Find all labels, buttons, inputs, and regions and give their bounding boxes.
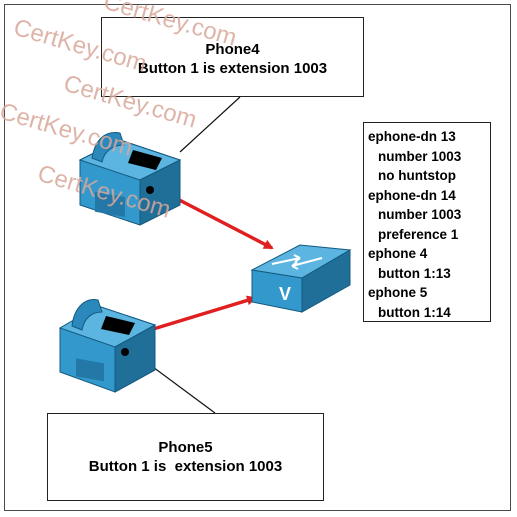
config-line: button 1:14	[378, 304, 451, 320]
config-line: ephone-dn 14	[368, 187, 456, 203]
config-line: ephone 4	[368, 246, 428, 261]
config-line: preference 1	[378, 226, 459, 242]
phone4-callout: Phone4 Button 1 is extension 1003	[101, 17, 364, 97]
phone5-icon	[58, 299, 157, 393]
config-line: button 1:13	[378, 265, 451, 281]
config-line: no huntstop	[378, 168, 456, 183]
phone4-callout-line: Button 1 is extension 1003	[137, 60, 328, 77]
config-line: ephone-dn 13	[368, 129, 456, 144]
voice-switch-icon: V	[250, 244, 352, 313]
phone4-callout-title: Phone4	[205, 41, 260, 58]
phone5-callout-title: Phone5	[158, 439, 213, 456]
phone5-link-arrow	[149, 295, 257, 332]
phone4-icon	[78, 131, 182, 226]
config-line: number 1003	[378, 148, 462, 164]
config-box: ephone-dn 13 number 1003 no huntstop ephone…	[363, 122, 491, 322]
phone5-callout-line: Button 1 is extension 1003	[88, 458, 283, 475]
diagram-frame	[4, 4, 511, 511]
phone5-callout: Phone5 Button 1 is extension 1003	[47, 413, 324, 501]
config-line: ephone 5	[368, 285, 428, 300]
phone4-pointer-line	[179, 96, 241, 153]
switch-label: V	[279, 284, 291, 304]
config-line: number 1003	[378, 207, 462, 222]
